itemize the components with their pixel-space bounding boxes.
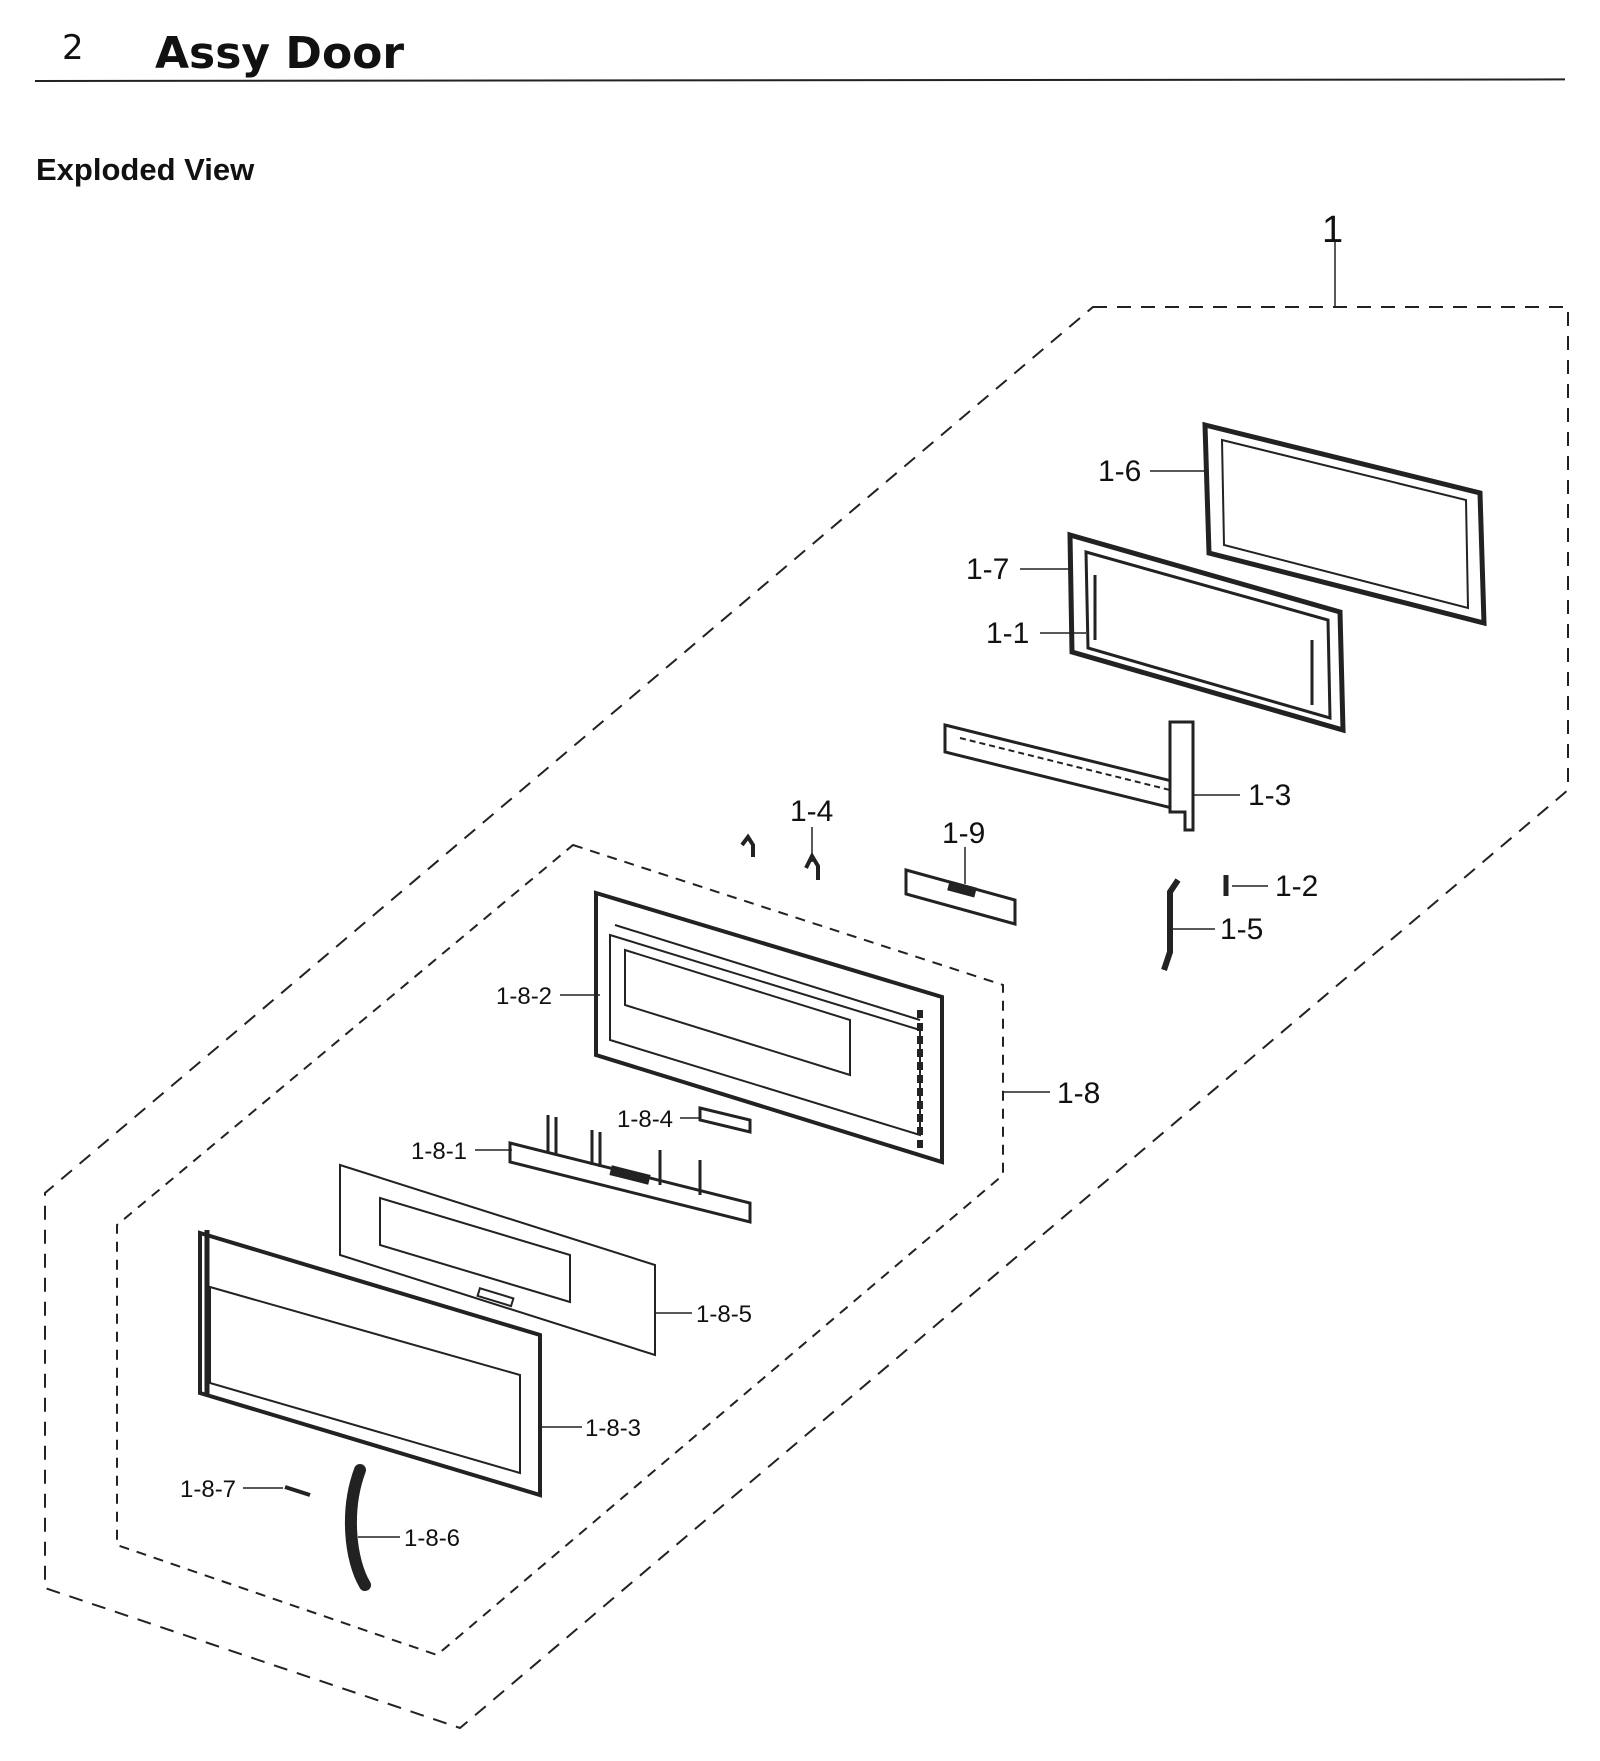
part-1-8-6-handle: [344, 1464, 371, 1591]
callout-1-8-5: 1-8-5: [696, 1301, 752, 1328]
callout-1-3: 1-3: [1248, 779, 1291, 812]
callout-1-5: 1-5: [1220, 913, 1263, 946]
callout-1-1: 1-1: [986, 617, 1029, 650]
part-1-7-choke-frame: [1067, 531, 1346, 734]
callout-1-9: 1-9: [942, 817, 985, 850]
part-1-8-5-glass-panel: [339, 1163, 656, 1357]
assembly-1-8-boundary: [116, 843, 1004, 1657]
callout-1-8-1: 1-8-1: [411, 1138, 467, 1165]
assembly-1-boundary: [44, 306, 1569, 1730]
part-1-6-frame: [1202, 421, 1487, 627]
part-1-4-hooks: [740, 833, 820, 880]
leader-lines: [243, 240, 1336, 1538]
part-1-8-2-inner-frame: [594, 890, 944, 1165]
callout-1-8-3: 1-8-3: [585, 1415, 641, 1442]
callout-1-8-7: 1-8-7: [180, 1476, 236, 1503]
callout-1-7: 1-7: [966, 553, 1009, 586]
callout-1-8-6: 1-8-6: [404, 1525, 460, 1552]
part-1-8-7-screw: [284, 1485, 311, 1497]
callout-1-4: 1-4: [790, 795, 833, 828]
section-number: 2: [62, 28, 84, 68]
callout-1-2: 1-2: [1275, 870, 1318, 903]
part-1-8-1-bracket: [508, 1115, 752, 1224]
subtitle-exploded-view: Exploded View: [36, 152, 255, 187]
callout-1-8-2: 1-8-2: [496, 983, 552, 1010]
callout-1-8-4: 1-8-4: [617, 1106, 673, 1133]
part-1-5-lever: [1161, 878, 1181, 971]
callout-1-6: 1-6: [1098, 455, 1141, 488]
part-1-3-latch-holder: [943, 720, 1195, 832]
callout-1: 1: [1322, 209, 1343, 251]
part-1-8-4-plate: [698, 1106, 752, 1134]
part-1-8-3-outer-panel: [198, 1230, 542, 1498]
part-1-9-plate: [904, 868, 1017, 926]
page-title: Assy Door: [155, 28, 405, 79]
callout-1-8: 1-8: [1057, 1077, 1100, 1110]
